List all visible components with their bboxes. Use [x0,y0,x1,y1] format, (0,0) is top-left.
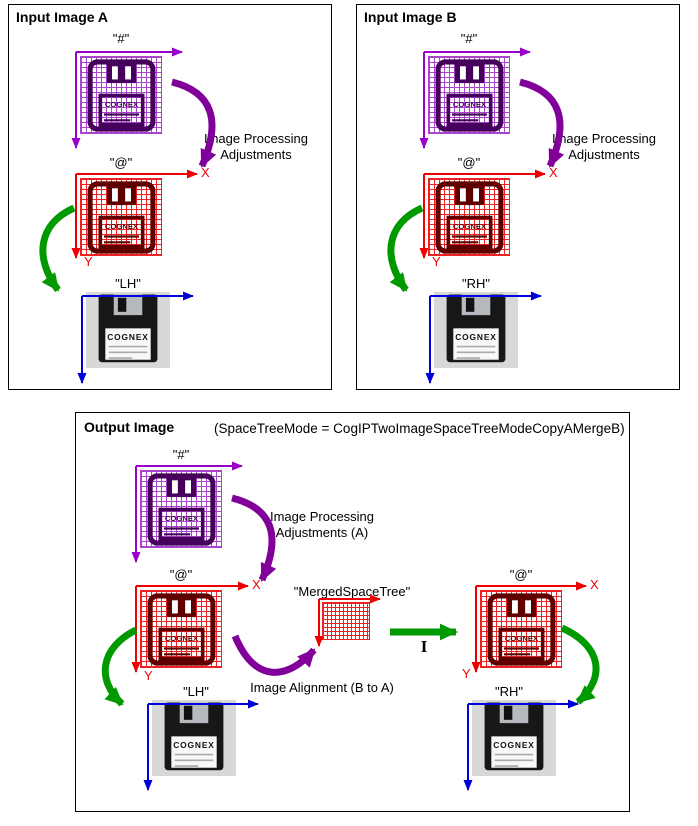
panel-a-title: Input Image A [16,9,109,25]
y-axis-label-out-left: Y [144,668,153,683]
floppy-photo-rh-b: COGNEX [434,292,518,368]
at-label-out-right: "@" [509,567,533,582]
adjust-text-out-line1: Image Processing [269,509,375,524]
adjust-text-a-line1: Image Processing [203,131,309,146]
image-hash-out: COGNEX [140,470,222,548]
at-label-a: "@" [109,155,133,170]
output-panel-title: Output Image [84,419,175,435]
floppy-glyph-icon: COGNEX [145,473,218,546]
image-at-b: COGNEX [428,178,510,256]
hash-label-out: "#" [172,447,190,462]
cognex-label: COGNEX [455,332,496,342]
floppy-glyph-shape [90,184,153,251]
floppy-glyph-shape [150,476,213,543]
floppy-glyph-shape [90,62,153,129]
floppy-glyph-icon: COGNEX [85,59,158,132]
cognex-label: COGNEX [453,222,487,231]
adjust-text-out-line2: Adjustments (A) [275,525,369,540]
floppy-glyph-shape [438,184,501,251]
floppy-glyph-icon: COGNEX [433,181,506,254]
adjust-text-a: Image Processing Adjustments [188,131,324,163]
rh-label-b: "RH" [461,276,490,291]
panel-input-b [356,4,680,390]
cognex-label: COGNEX [453,100,487,109]
y-axis-label-b: Y [432,254,441,269]
panel-b-title: Input Image B [364,9,457,25]
x-axis-label-a: X [201,165,210,180]
floppy-photo-shape [434,292,518,368]
y-axis-label-a: Y [84,254,93,269]
floppy-photo-shape [86,292,170,368]
floppy-glyph-icon: COGNEX [85,181,158,254]
lh-label-out: "LH" [183,684,209,699]
floppy-glyph-icon: COGNEX [433,59,506,132]
adjust-text-b: Image Processing Adjustments [536,131,672,163]
at-label-out-left: "@" [169,567,193,582]
floppy-glyph-icon: COGNEX [145,593,218,666]
floppy-glyph-shape [150,596,213,663]
cognex-label: COGNEX [493,740,534,750]
x-axis-label-b: X [549,165,558,180]
cognex-label: COGNEX [105,222,139,231]
merged-space-tree-grid [322,602,370,640]
rh-label-out: "RH" [494,684,523,699]
floppy-photo-rh-out: COGNEX [472,700,556,776]
adjust-text-a-line2: Adjustments [220,147,292,162]
cognex-label: COGNEX [107,332,148,342]
hash-label-a: "#" [112,31,130,46]
image-at-out-left: COGNEX [140,590,222,668]
identity-label: I [420,637,428,656]
output-panel-subtitle: (SpaceTreeMode = CogIPTwoImageSpaceTreeM… [214,421,625,436]
adjust-text-b-line1: Image Processing [551,131,657,146]
x-axis-label-out-left: X [252,577,261,592]
lh-label-a: "LH" [115,276,141,291]
hash-label-b: "#" [460,31,478,46]
floppy-photo-lh-a: COGNEX [86,292,170,368]
cognex-label: COGNEX [105,100,139,109]
floppy-photo-shape [472,700,556,776]
image-at-out-right: COGNEX [480,590,562,668]
image-hash-a: COGNEX [80,56,162,134]
cognex-label: COGNEX [173,740,214,750]
image-at-a: COGNEX [80,178,162,256]
cognex-label: COGNEX [165,634,199,643]
image-hash-b: COGNEX [428,56,510,134]
floppy-photo-lh-out: COGNEX [152,700,236,776]
at-label-b: "@" [457,155,481,170]
floppy-glyph-shape [438,62,501,129]
cognex-label: COGNEX [505,634,539,643]
floppy-glyph-icon: COGNEX [485,593,558,666]
x-axis-label-out-right: X [590,577,599,592]
panel-input-a [8,4,332,390]
cognex-label: COGNEX [165,514,199,523]
alignment-label: Image Alignment (B to A) [250,680,394,695]
floppy-glyph-shape [490,596,553,663]
adjust-text-b-line2: Adjustments [568,147,640,162]
floppy-photo-shape [152,700,236,776]
merged-space-tree-label: "MergedSpaceTree" [293,584,411,599]
y-axis-label-out-right: Y [462,666,471,681]
adjust-text-out: Image Processing Adjustments (A) [252,509,392,541]
